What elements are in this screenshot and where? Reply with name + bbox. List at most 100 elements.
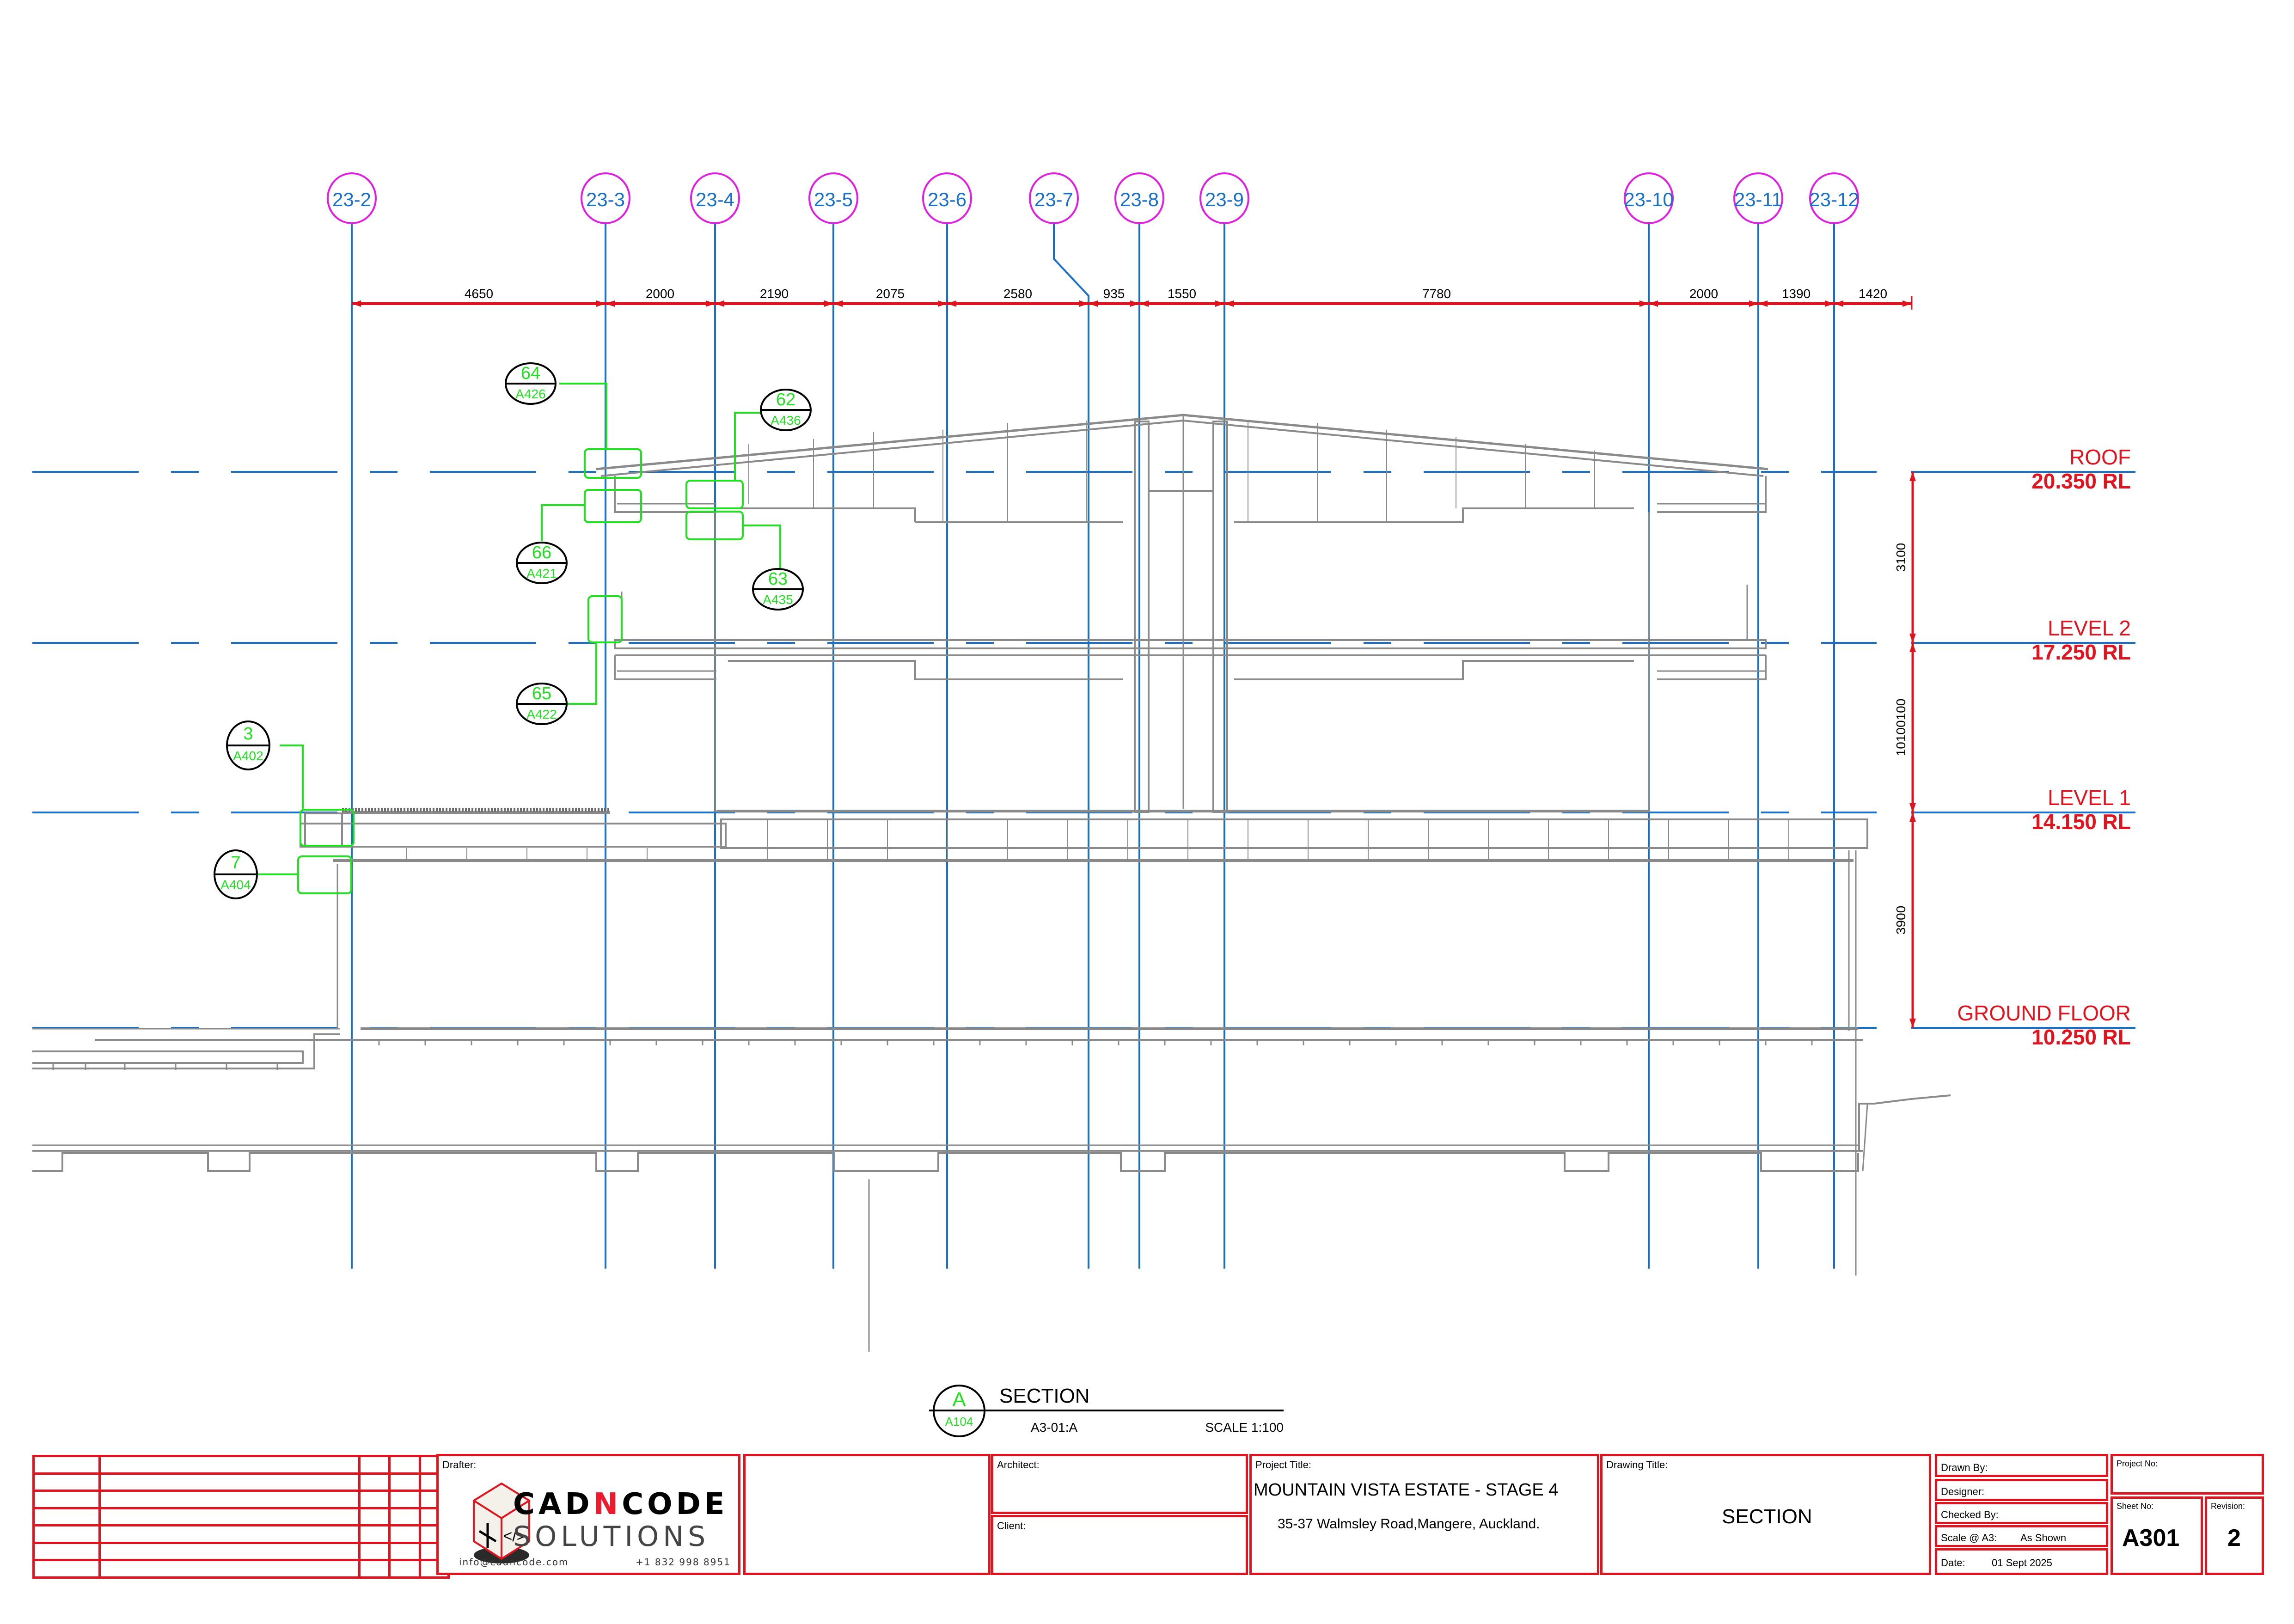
revision-table bbox=[32, 1455, 450, 1579]
level-labels: ROOF 20.350 RL LEVEL 2 17.250 RL LEVEL 1… bbox=[1957, 445, 2131, 1049]
callout-num-label: 62 bbox=[776, 390, 795, 409]
callout-num-label: 7 bbox=[231, 853, 240, 873]
company-phone: +1 832 998 8951 bbox=[636, 1557, 731, 1568]
architect-label: Architect: bbox=[997, 1459, 1040, 1471]
grid-lines bbox=[351, 224, 1835, 1269]
level-name-label: LEVEL 2 bbox=[2048, 616, 2131, 640]
drawing-title-label: Drawing Title: bbox=[1606, 1459, 1668, 1471]
hdim-label: 2000 bbox=[1689, 287, 1718, 301]
callout-num-label: 64 bbox=[521, 364, 540, 383]
project-title-box: Project Title: MOUNTAIN VISTA ESTATE - S… bbox=[1249, 1454, 1599, 1575]
vdim-label: 3900 bbox=[1894, 906, 1908, 934]
view-title: A A104 SECTION A3-01:A SCALE 1:100 bbox=[929, 1385, 1284, 1437]
callout-num-label: 63 bbox=[768, 569, 788, 589]
grid-bubble-23-2: 23-2 bbox=[327, 172, 377, 224]
designer-box: Designer: bbox=[1935, 1479, 2108, 1501]
grid-bubble-23-8: 23-8 bbox=[1114, 172, 1164, 224]
drawn-by-label: Drawn By: bbox=[1941, 1462, 1988, 1473]
grid-label: 23-4 bbox=[696, 189, 734, 210]
checked-by-label: Checked By: bbox=[1941, 1509, 1999, 1520]
callout-sheet-label: A404 bbox=[220, 878, 251, 892]
level-name-label: LEVEL 1 bbox=[2048, 786, 2131, 810]
hdim-label: 1420 bbox=[1859, 287, 1887, 301]
drawn-by-box: Drawn By: bbox=[1935, 1454, 2108, 1477]
grid-bubble-23-11: 23-11 bbox=[1733, 172, 1783, 224]
revision-label: Revision: bbox=[2211, 1502, 2245, 1511]
vertical-dimension-string: 3100 10100100 3900 bbox=[1894, 472, 1916, 1028]
scale-box: Scale @ A3: As Shown bbox=[1935, 1525, 2108, 1547]
revision-number: 2 bbox=[2227, 1525, 2241, 1551]
date-box: Date: 01 Sept 2025 bbox=[1935, 1548, 2108, 1575]
hdim-label: 2075 bbox=[876, 287, 905, 301]
designer-label: Designer: bbox=[1941, 1486, 1985, 1497]
sheet-no: A301 bbox=[2122, 1525, 2180, 1551]
level-lines bbox=[32, 471, 2135, 1029]
revision-box: Revision: 2 bbox=[2205, 1496, 2264, 1575]
hdim-label: 2190 bbox=[760, 287, 789, 301]
grid-label: 23-5 bbox=[814, 189, 853, 210]
client-label: Client: bbox=[997, 1520, 1026, 1532]
sheet-no-box: Sheet No: A301 bbox=[2110, 1496, 2203, 1575]
hdim-label: 1550 bbox=[1168, 287, 1196, 301]
hdim-label: 2000 bbox=[646, 287, 674, 301]
grid-label: 23-12 bbox=[1809, 189, 1859, 210]
grid-label: 23-10 bbox=[1624, 189, 1673, 210]
grid-label: 23-9 bbox=[1205, 189, 1244, 210]
company-name: CADNCODE bbox=[513, 1487, 728, 1521]
vdim-label: 3100 bbox=[1894, 543, 1908, 572]
view-reference: A3-01:A bbox=[1031, 1420, 1077, 1435]
view-marker-letter: A bbox=[952, 1388, 966, 1411]
client-box: Client: bbox=[991, 1515, 1248, 1575]
callout-sheet-label: A422 bbox=[526, 707, 557, 721]
drafter-label: Drafter: bbox=[442, 1459, 477, 1471]
grid-bubble-23-12: 23-12 bbox=[1809, 172, 1859, 224]
date-value: 01 Sept 2025 bbox=[1992, 1557, 2052, 1569]
level-rl-label: 10.250 RL bbox=[2031, 1025, 2131, 1049]
callout-sheet-label: A421 bbox=[526, 566, 557, 580]
project-address: 35-37 Walmsley Road,Mangere, Auckland. bbox=[1278, 1516, 1540, 1532]
level-rl-label: 17.250 RL bbox=[2031, 640, 2131, 664]
horizontal-dimension-string: 4650 2000 2190 2075 2580 935 1550 7780 2… bbox=[352, 287, 1913, 310]
level-name-label: GROUND FLOOR bbox=[1957, 1001, 2131, 1025]
grid-bubble-23-10: 23-10 bbox=[1624, 172, 1674, 224]
architect-box: Architect: bbox=[991, 1454, 1248, 1514]
callout-sheet-label: A426 bbox=[515, 387, 545, 401]
project-title: MOUNTAIN VISTA ESTATE - STAGE 4 bbox=[1254, 1480, 1559, 1500]
hdim-label: 1390 bbox=[1782, 287, 1811, 301]
vdim-label: 10100100 bbox=[1894, 699, 1908, 757]
project-no-box: Project No: bbox=[2110, 1454, 2264, 1495]
level-name-label: ROOF bbox=[2069, 445, 2131, 469]
callout-num-label: 3 bbox=[243, 724, 253, 744]
callout-sheet-label: A402 bbox=[233, 749, 263, 763]
hdim-label: 7780 bbox=[1422, 287, 1451, 301]
grid-bubble-23-3: 23-3 bbox=[581, 172, 630, 224]
scale-label: Scale @ A3: bbox=[1941, 1532, 1997, 1544]
callout-sheet-label: A435 bbox=[763, 592, 793, 607]
drawing-title: SECTION bbox=[1722, 1505, 1812, 1528]
blank-box bbox=[743, 1454, 991, 1575]
hdim-label: 4650 bbox=[465, 287, 493, 301]
callout-num-label: 66 bbox=[532, 543, 551, 562]
cadncode-logo-cube-icon: </> bbox=[473, 1482, 530, 1563]
company-tagline: SOLUTIONS bbox=[513, 1520, 710, 1553]
hdim-label: 2580 bbox=[1003, 287, 1032, 301]
drawing-title-box: Drawing Title: SECTION bbox=[1600, 1454, 1931, 1575]
grid-bubble-23-4: 23-4 bbox=[690, 172, 740, 224]
building-section bbox=[32, 414, 1951, 1352]
scale-value: As Shown bbox=[2020, 1532, 2067, 1544]
checked-by-box: Checked By: bbox=[1935, 1502, 2108, 1524]
view-scale: SCALE 1:100 bbox=[1205, 1420, 1284, 1435]
grid-label: 23-8 bbox=[1120, 189, 1159, 210]
grid-label: 23-6 bbox=[928, 189, 967, 210]
grid-label: 23-3 bbox=[586, 189, 625, 210]
grid-label: 23-11 bbox=[1734, 189, 1782, 210]
grid-bubble-23-9: 23-9 bbox=[1199, 172, 1249, 224]
